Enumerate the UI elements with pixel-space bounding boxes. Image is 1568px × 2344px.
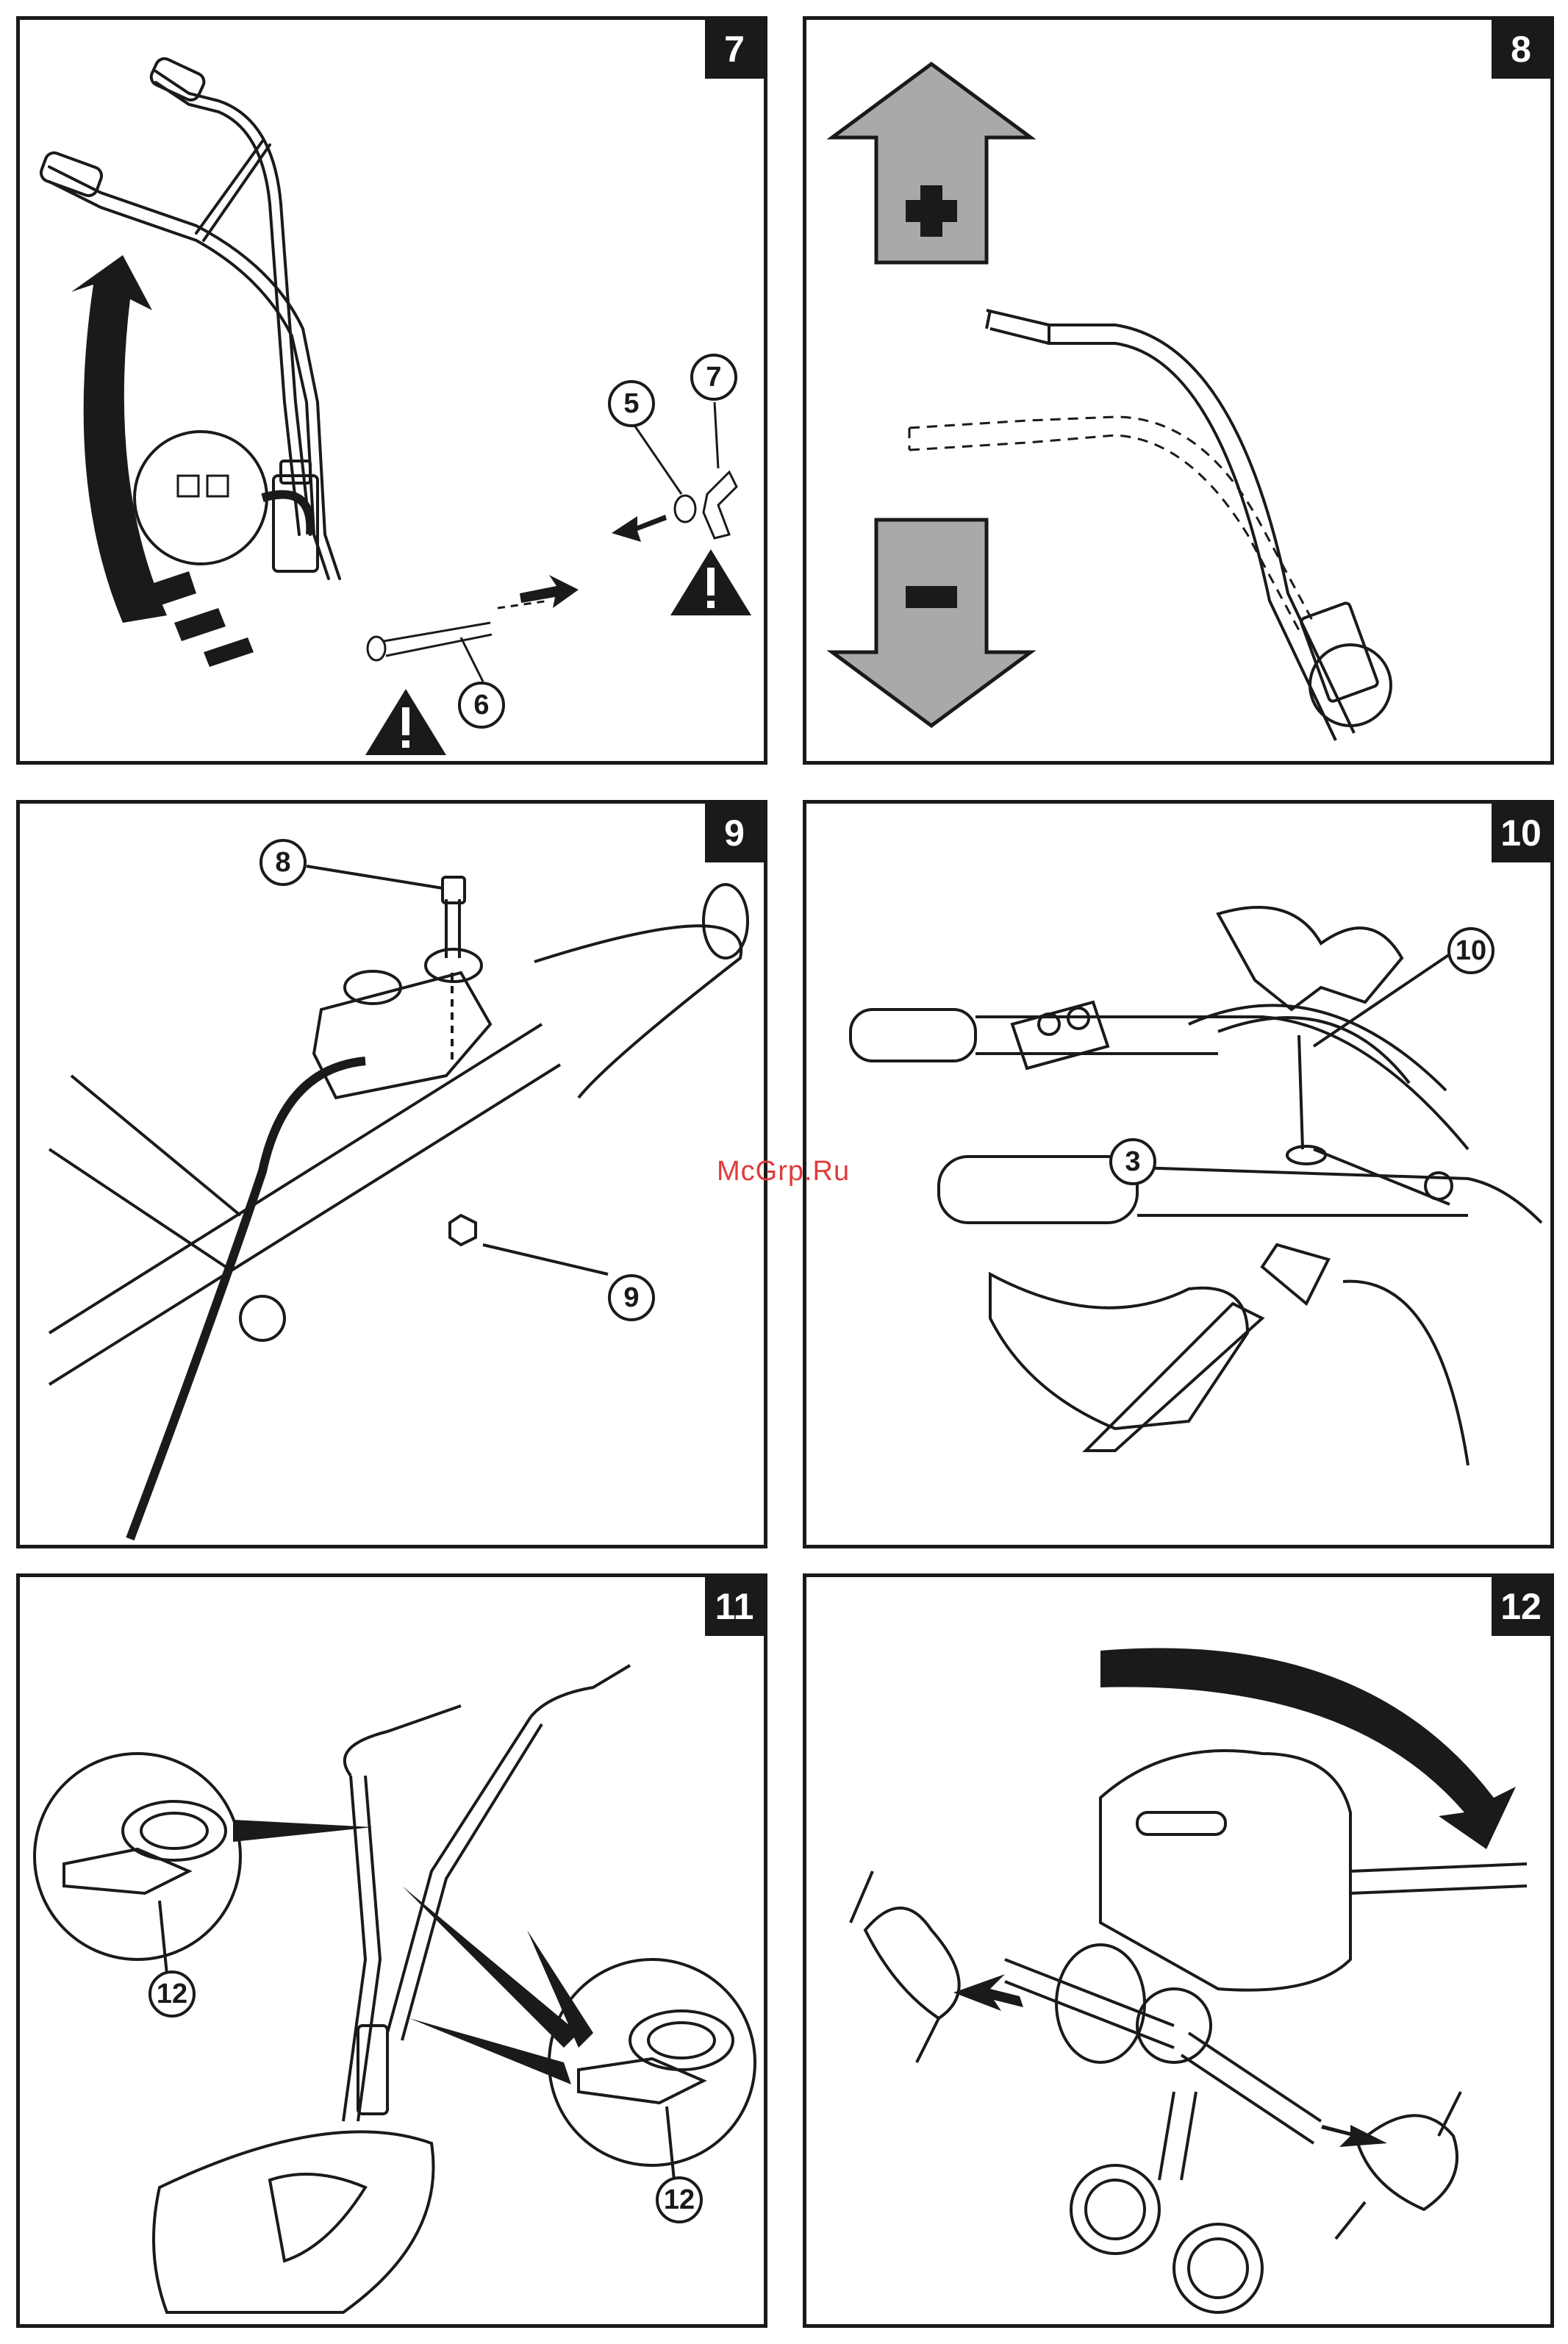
lever-pin-illustration	[806, 804, 1550, 1545]
panel-7: 7	[16, 16, 767, 765]
cable-tie-illustration	[20, 1577, 764, 2324]
callout-part-6: 6	[458, 682, 505, 729]
callout-part-10: 10	[1447, 927, 1494, 974]
callout-part-9: 9	[608, 1274, 655, 1321]
watermark-text: McGrp.Ru	[717, 1156, 850, 1187]
callout-part-12: 12	[656, 2176, 703, 2223]
switch-box-mounting-illustration	[20, 804, 764, 1545]
warning-triangle-icon	[365, 689, 446, 755]
callout-part-3: 3	[1109, 1138, 1156, 1185]
plus-arrow-icon	[832, 64, 1031, 262]
minus-arrow-icon	[832, 520, 1031, 726]
panel-12: 12	[803, 1573, 1554, 2328]
callout-part-5: 5	[608, 380, 655, 427]
panel-9: 9 8	[16, 800, 767, 1548]
callout-part-7: 7	[690, 354, 737, 401]
panel-10: 10	[803, 800, 1554, 1548]
panel-8: 8	[803, 16, 1554, 765]
tine-assembly-illustration	[806, 1577, 1550, 2324]
callout-part-12: 12	[148, 1970, 196, 2018]
callout-part-8: 8	[259, 839, 307, 886]
handle-assembly-illustration	[20, 20, 764, 761]
handle-height-illustration	[806, 20, 1550, 761]
panel-11: 11	[16, 1573, 767, 2328]
warning-triangle-icon	[670, 549, 751, 615]
